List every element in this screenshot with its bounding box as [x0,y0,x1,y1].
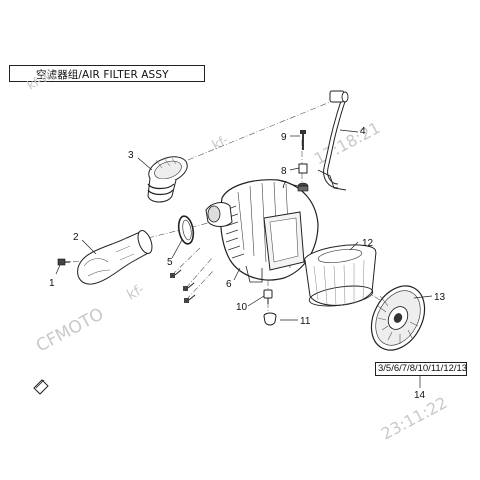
leader-5 [171,239,183,259]
watermark-time-1: 17:18:21 [311,118,383,169]
callout-4: 4 [360,126,366,137]
callout-2: 2 [73,232,79,243]
drain-cap-part-11 [263,312,277,326]
leader-12 [349,241,359,251]
spacer-part-8 [298,163,308,174]
breather-hose-part-4 [317,90,349,191]
callout-8: 8 [281,166,287,177]
leader-6 [233,267,241,281]
grommet-part-7 [297,182,309,192]
callout-14: 14 [414,390,426,401]
bolt-part-9 [300,130,306,150]
watermark-kf-1: kf- [124,281,147,303]
screw-a [170,269,182,278]
axis-screw-b [185,257,213,289]
leader-4 [339,129,359,133]
leader-3 [137,157,153,171]
leader-10 [247,295,265,307]
screw-set [170,269,196,303]
axis-screw-c [185,269,215,301]
leader-2 [81,239,97,255]
callout-12: 12 [362,238,374,249]
drain-valve-part-10 [263,289,273,304]
filter-cover-part-13 [370,285,426,351]
filter-element-part-12 [303,244,377,307]
axis-screw-a [171,247,201,276]
callout-9: 9 [281,132,287,143]
callout-5: 5 [167,257,173,268]
intake-boot-part-3 [147,156,188,203]
intake-duct-part-2 [77,230,153,285]
leader-7 [289,183,299,187]
watermark-cfmoto: CFMOTO [33,304,107,356]
leader-8 [289,167,300,171]
bolt-part-1 [57,258,70,266]
leader-lines [55,129,433,388]
kit-contents-label: 3/5/6/7/8/10/11/12/13 [378,363,468,374]
watermark-kf-3: kf- [210,133,232,154]
watermark-kf-2: kf-wj [25,67,56,93]
leader-13 [413,295,433,299]
callout-13: 13 [434,292,446,303]
callout-11: 11 [300,316,311,327]
callout-6: 6 [226,279,232,290]
callout-10: 10 [236,302,248,313]
callout-labels: 1 2 3 4 5 6 7 8 9 10 11 12 13 14 [49,126,446,401]
axis-intake-tube [187,99,336,161]
diagram-title: 空滤器组/AIR FILTER ASSY [36,69,169,81]
leader-1 [55,264,61,275]
title-frame [9,65,205,82]
filter-housing-part-6 [205,179,319,283]
callout-7: 7 [281,180,287,191]
callout-1: 1 [49,278,55,289]
clamp-part-5 [177,215,195,245]
screw-c [184,294,196,303]
callout-3: 3 [128,150,134,161]
kit-contents-frame [375,362,467,376]
screw-b [183,282,195,291]
reference-book-icon [33,379,49,395]
